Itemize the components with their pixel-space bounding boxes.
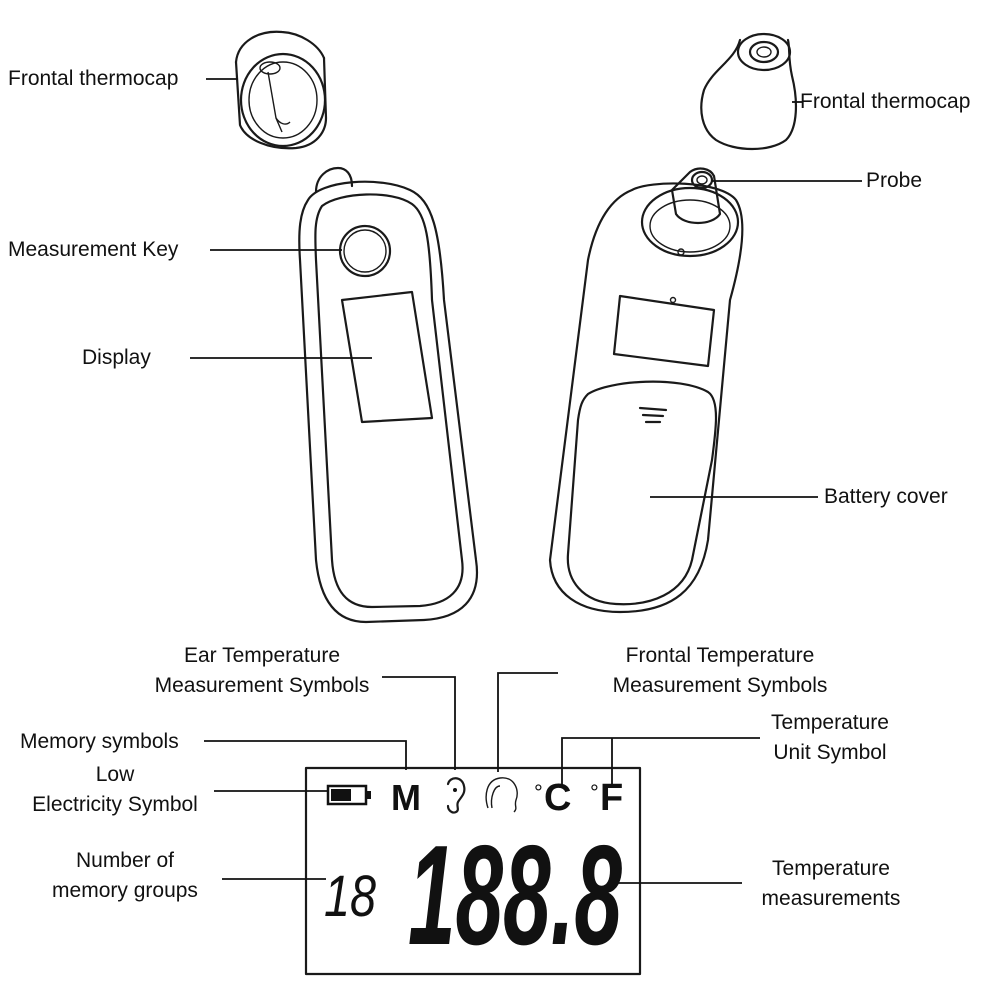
lcd-fahrenheit-symbol: F [600, 777, 623, 819]
battery-icon [326, 784, 371, 806]
label-ear-symbols-line2: Measurement Symbols [154, 674, 370, 697]
head-symbol-icon [485, 777, 518, 813]
label-memory-symbols: Memory symbols [20, 730, 179, 753]
lcd-celsius-symbol: C [544, 777, 571, 819]
lcd-temperature-reading: 188.8 [408, 816, 622, 975]
label-frontal-thermocap-right: Frontal thermocap [800, 90, 971, 113]
lcd-fahrenheit-degree: ° [590, 780, 599, 805]
label-low-electricity: Low Electricity Symbol [18, 760, 212, 820]
label-frontal-thermocap-left: Frontal thermocap [8, 67, 179, 90]
label-ear-symbols-line1: Ear Temperature [183, 644, 341, 667]
label-frontal-symbols-line1: Frontal Temperature [625, 644, 815, 667]
lcd-panel [304, 766, 642, 976]
front-device [298, 166, 479, 624]
label-temp-unit: Temperature Unit Symbol [754, 708, 906, 768]
label-ear-symbols: Ear Temperature Measurement Symbols [140, 641, 384, 701]
lcd-memory-symbol: M [391, 777, 421, 818]
label-memory-groups-line1: Number of [75, 849, 175, 872]
label-frontal-symbols-line2: Measurement Symbols [612, 674, 828, 697]
label-temp-measurements-line2: measurements [761, 887, 901, 910]
label-measurement-key: Measurement Key [8, 238, 179, 261]
label-display: Display [82, 346, 151, 369]
lcd-memory-count: 18 [324, 864, 376, 929]
label-temp-unit-line2: Unit Symbol [773, 741, 887, 764]
label-memory-groups-line2: memory groups [52, 879, 198, 902]
ear-symbol-icon [446, 777, 466, 814]
leader-lines [190, 78, 862, 884]
label-memory-groups: Number of memory groups [40, 846, 210, 906]
label-temp-measurements: Temperature measurements [748, 854, 914, 914]
left-thermocap [234, 30, 328, 150]
lcd-celsius-degree: ° [534, 780, 543, 805]
label-probe: Probe [866, 169, 923, 192]
label-low-electricity-line1: Low [95, 763, 135, 786]
back-device [548, 167, 744, 614]
label-frontal-symbols: Frontal Temperature Measurement Symbols [596, 641, 844, 701]
right-thermocap [700, 32, 798, 150]
label-battery-cover: Battery cover [824, 485, 948, 508]
label-temp-measurements-line1: Temperature [772, 857, 890, 880]
label-temp-unit-line1: Temperature [771, 711, 889, 734]
label-low-electricity-line2: Electricity Symbol [32, 793, 198, 816]
